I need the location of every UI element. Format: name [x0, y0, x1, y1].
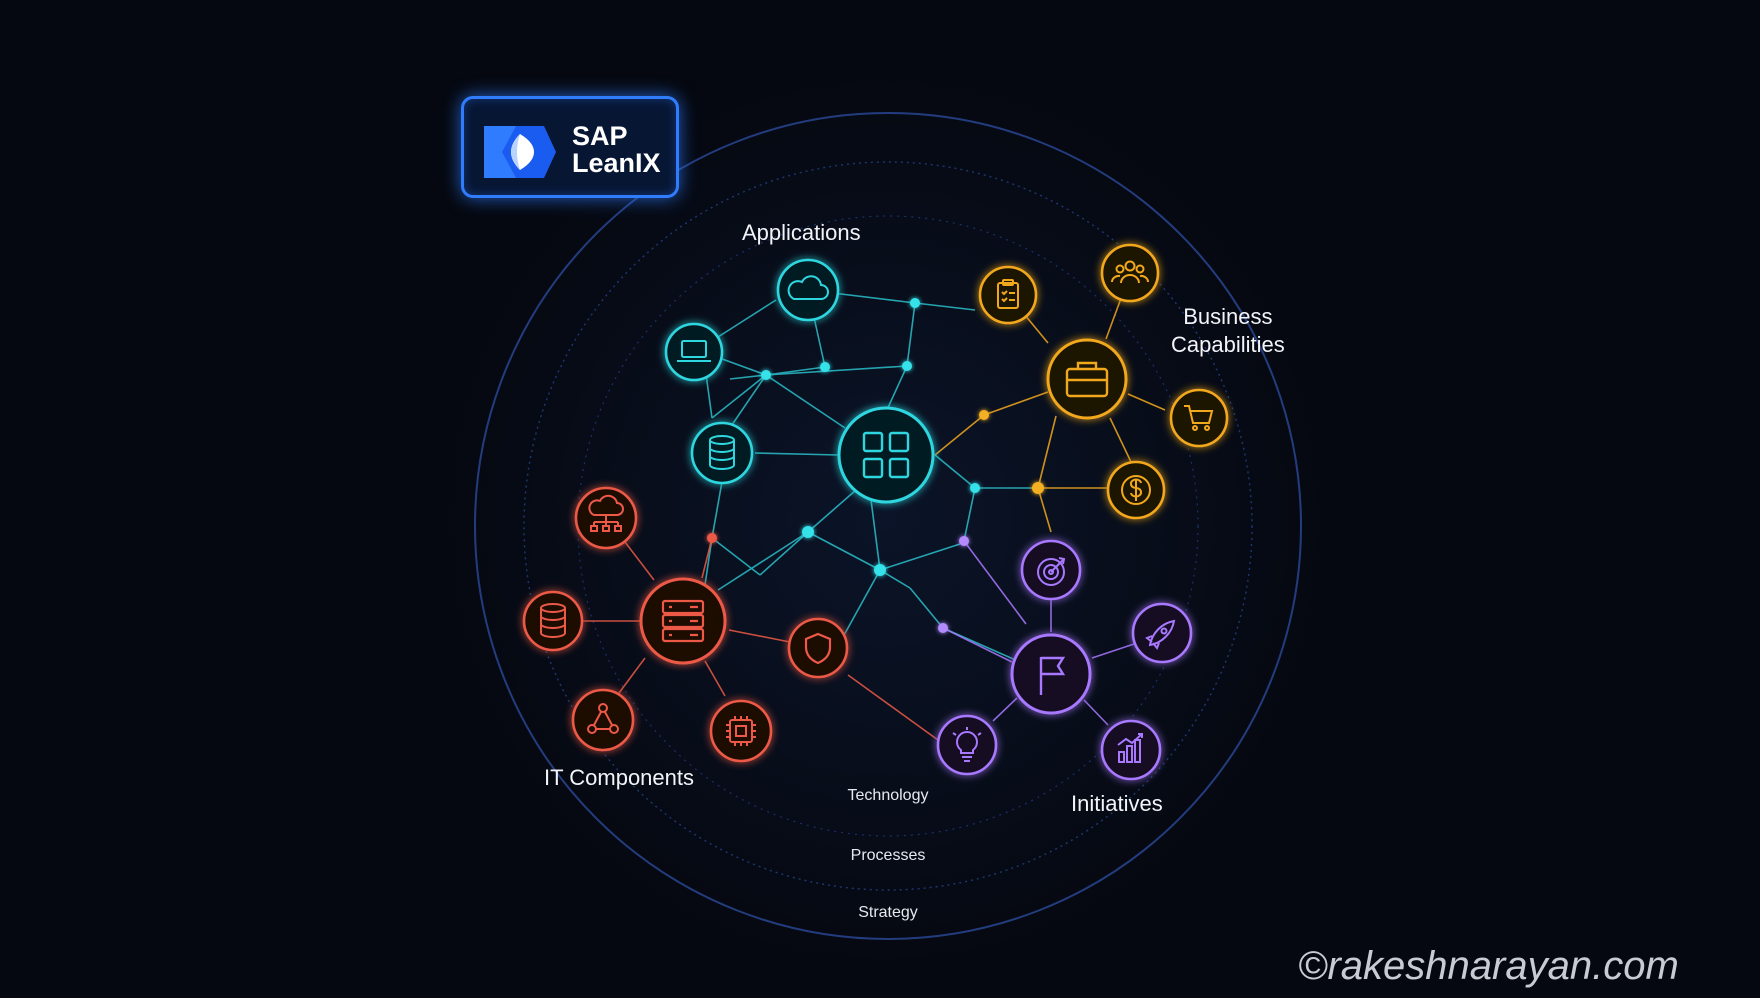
leanix-logo-mark: [484, 126, 556, 178]
briefcase-node[interactable]: [1046, 338, 1128, 420]
rocket-icon: [1145, 619, 1176, 650]
junction-dot: [874, 564, 886, 576]
cloud-network-node[interactable]: [574, 486, 638, 550]
clipboard-node[interactable]: [978, 265, 1038, 325]
business-label-line2: Capabilities: [1171, 332, 1285, 357]
strategy-ring-label: Strategy: [858, 904, 918, 921]
rocket-node[interactable]: [1131, 602, 1193, 664]
database-icon: [709, 435, 735, 470]
business-capabilities-label: Business Capabilities: [1171, 304, 1285, 358]
sap-leanix-logo: SAP LeanIX: [461, 96, 679, 198]
junction-dot: [979, 410, 989, 420]
apps-grid-node[interactable]: [837, 406, 935, 504]
junction-dot: [910, 298, 920, 308]
processes-ring: [523, 161, 1253, 891]
laptop-icon: [677, 340, 711, 362]
dollar-node[interactable]: [1106, 460, 1166, 520]
target-node[interactable]: [1020, 539, 1082, 601]
flag-icon: [1039, 656, 1066, 695]
copyright-watermark: ©rakeshnarayan.com: [1298, 944, 1679, 988]
briefcase-icon: [1065, 361, 1109, 398]
junction-dots: [707, 298, 1044, 633]
strategy-ring: [474, 112, 1302, 940]
lightbulb-node[interactable]: [936, 714, 998, 776]
logo-line-sap: SAP: [572, 121, 628, 151]
server-node[interactable]: [639, 577, 727, 665]
people-node[interactable]: [1100, 243, 1160, 303]
server-icon: [661, 599, 705, 643]
cloud-network-icon: [588, 494, 624, 532]
background-panel: [430, 60, 1340, 980]
lightbulb-icon: [952, 727, 982, 762]
network-node[interactable]: [571, 688, 635, 752]
processes-ring-label: Processes: [851, 847, 926, 864]
apps-grid-icon: [862, 431, 910, 479]
junction-dot: [938, 623, 948, 633]
applications-label: Applications: [742, 220, 861, 245]
junction-dot: [970, 483, 980, 493]
initiatives-label: Initiatives: [1071, 791, 1163, 816]
junction-dot: [1032, 482, 1044, 494]
cloud-node[interactable]: [776, 258, 840, 322]
shield-icon: [804, 632, 832, 665]
database-icon: [540, 603, 566, 638]
technology-ring-label: Technology: [848, 787, 929, 804]
junction-dot: [902, 361, 912, 371]
cart-icon: [1184, 405, 1214, 431]
cart-node[interactable]: [1169, 388, 1229, 448]
clipboard-icon: [997, 279, 1019, 309]
growth-chart-icon: [1117, 733, 1143, 763]
junction-dot: [820, 362, 830, 372]
business-label-line1: Business: [1183, 304, 1273, 329]
flag-node[interactable]: [1010, 633, 1092, 715]
chip-node[interactable]: [709, 699, 773, 763]
chip-icon: [726, 716, 756, 746]
business-cluster: [978, 243, 1229, 520]
junction-dot: [959, 536, 969, 546]
ring-labels: Technology Processes Strategy: [848, 787, 929, 921]
initiatives-cluster: [936, 539, 1193, 781]
shield-node[interactable]: [787, 617, 849, 679]
it-components-label: IT Components: [544, 765, 695, 790]
logo-text: SAP LeanIX: [572, 123, 661, 177]
growth-chart-node[interactable]: [1100, 719, 1162, 781]
network-icon: [587, 703, 619, 734]
junction-dot: [761, 370, 771, 380]
cloud-icon: [787, 275, 829, 300]
target-icon: [1037, 557, 1066, 586]
database-node-it[interactable]: [522, 590, 584, 652]
dollar-icon: [1121, 475, 1151, 505]
database-node[interactable]: [690, 421, 754, 485]
junction-dot: [707, 533, 717, 543]
junction-dot: [802, 526, 814, 538]
it-components-cluster: [522, 486, 849, 763]
people-icon: [1110, 260, 1150, 284]
laptop-node[interactable]: [664, 322, 724, 382]
logo-line-leanix: LeanIX: [572, 148, 661, 178]
applications-cluster: [664, 258, 935, 504]
